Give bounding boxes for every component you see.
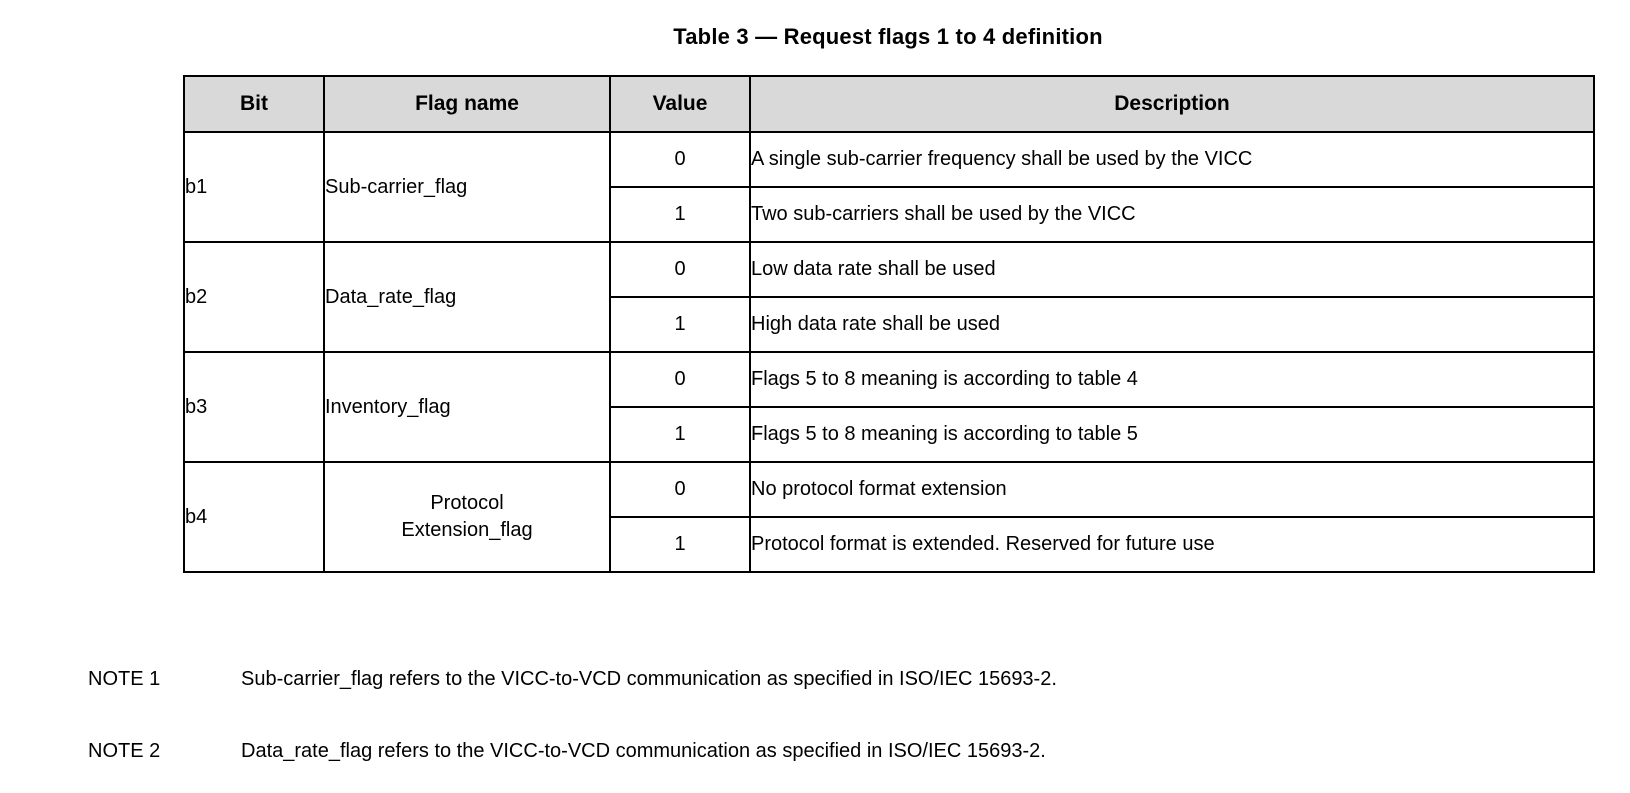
note-label: NOTE 1: [88, 668, 161, 690]
description-cell: Two sub-carriers shall be used by the VI…: [749, 186, 1595, 243]
value-cell: 1: [609, 516, 751, 573]
description-cell: No protocol format extension: [749, 461, 1595, 518]
column-header-value: Value: [609, 75, 751, 133]
table-row: 1 High data rate shall be used: [184, 296, 1595, 353]
table-row: 1 Protocol format is extended. Reserved …: [184, 516, 1595, 573]
value-cell: 0: [609, 461, 751, 518]
table-row: 1 Two sub-carriers shall be used by the …: [184, 186, 1595, 243]
flag-name-cell-b3: Inventory_flag: [323, 351, 611, 463]
column-header-bit: Bit: [183, 75, 325, 133]
column-header-description: Description: [749, 75, 1595, 133]
bit-cell-b4: b4: [183, 461, 325, 573]
bit-cell-b3: b3: [183, 351, 325, 463]
table-row: b3 Inventory_flag 0 Flags 5 to 8 meaning…: [183, 351, 1595, 463]
note-text: Data_rate_flag refers to the VICC-to-VCD…: [241, 740, 1046, 762]
column-header-flag-name: Flag name: [323, 75, 611, 133]
description-cell: Flags 5 to 8 meaning is according to tab…: [749, 351, 1595, 408]
note-2: NOTE 2 Data_rate_flag refers to the VICC…: [88, 740, 1548, 763]
table-row: b1 Sub-carrier_flag 0 A single sub-carri…: [183, 131, 1595, 243]
table-row: b2 Data_rate_flag 0 Low data rate shall …: [183, 241, 1595, 353]
description-cell: High data rate shall be used: [749, 296, 1595, 353]
bit-cell-b2: b2: [183, 241, 325, 353]
description-cell: Low data rate shall be used: [749, 241, 1595, 298]
flag-name-cell-b2: Data_rate_flag: [323, 241, 611, 353]
value-cell: 0: [609, 131, 751, 188]
flag-name-cell-b1: Sub-carrier_flag: [323, 131, 611, 243]
request-flags-table: Bit Flag name Value Description b1 Sub-c…: [183, 75, 1595, 573]
bit-cell-b1: b1: [183, 131, 325, 243]
value-cell: 1: [609, 406, 751, 463]
table-header-row: Bit Flag name Value Description: [183, 75, 1595, 133]
flag-name-cell-b4: Protocol Extension_flag: [323, 461, 611, 573]
value-cell: 0: [609, 241, 751, 298]
value-cell: 0: [609, 351, 751, 408]
table-row: 1 Flags 5 to 8 meaning is according to t…: [184, 406, 1595, 463]
note-text: Sub-carrier_flag refers to the VICC-to-V…: [241, 668, 1057, 690]
description-cell: Flags 5 to 8 meaning is according to tab…: [749, 406, 1595, 463]
table-title: Table 3 — Request flags 1 to 4 definitio…: [673, 24, 1103, 49]
table-row: b4 Protocol Extension_flag 0 No protocol…: [183, 461, 1595, 573]
value-cell: 1: [609, 186, 751, 243]
note-1: NOTE 1 Sub-carrier_flag refers to the VI…: [88, 668, 1548, 691]
value-cell: 1: [609, 296, 751, 353]
description-cell: A single sub-carrier frequency shall be …: [749, 131, 1595, 188]
note-label: NOTE 2: [88, 740, 161, 762]
description-cell: Protocol format is extended. Reserved fo…: [749, 516, 1595, 573]
